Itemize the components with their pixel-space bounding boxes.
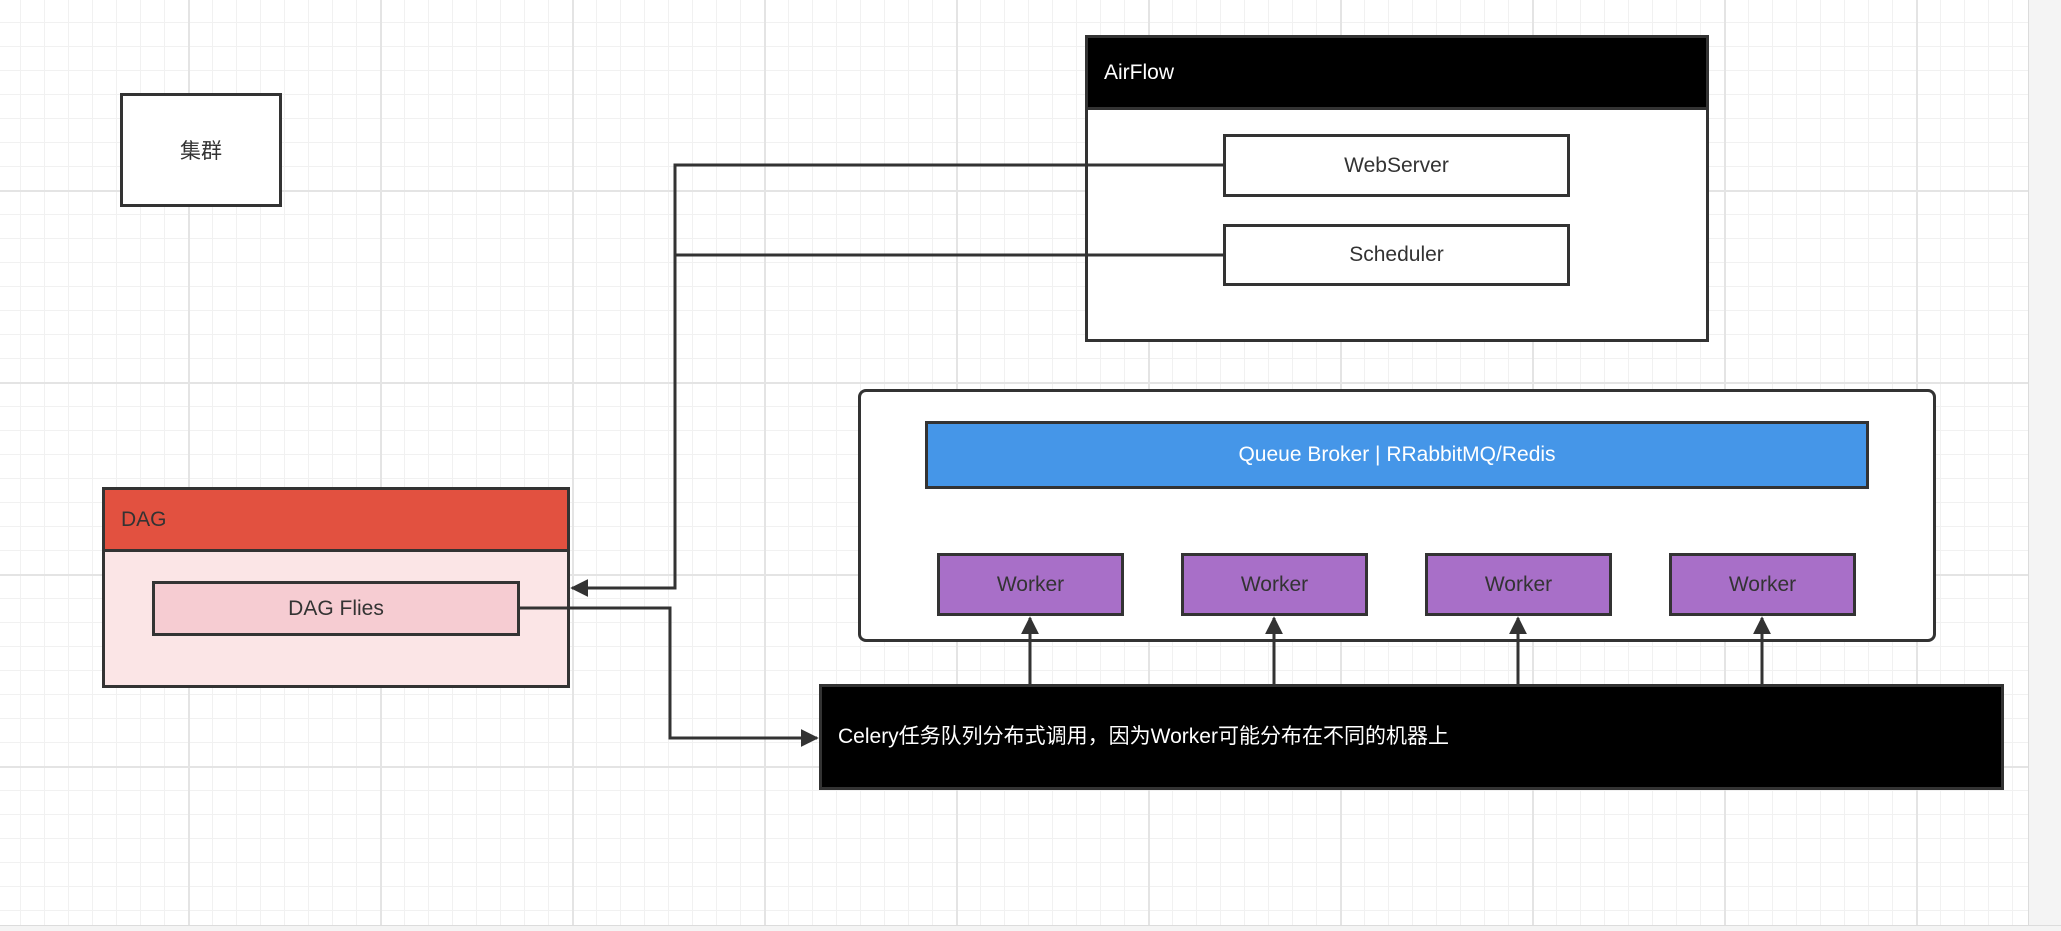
worker-label: Worker	[1728, 572, 1797, 596]
queue-broker-label: Queue Broker | RRabbitMQ/Redis	[1238, 443, 1556, 466]
dag-files-node[interactable]: DAG Flies	[152, 581, 520, 636]
celery-queue-label: Celery任务队列分布式调用，因为Worker可能分布在不同的机器上	[838, 725, 1449, 748]
dagfiles-to-celery-connector[interactable]	[520, 606, 819, 747]
scheduler-label: Scheduler	[1349, 243, 1444, 266]
canvas-scrollbar-right[interactable]	[2028, 0, 2061, 930]
airflow-title: AirFlow	[1104, 61, 1175, 84]
dag-files-label: DAG Flies	[288, 596, 384, 620]
cluster-legend-box[interactable]: 集群	[120, 93, 282, 207]
queue-broker-node[interactable]: Queue Broker | RRabbitMQ/Redis	[925, 421, 1869, 489]
worker-label: Worker	[1484, 572, 1553, 596]
celery-queue-node[interactable]: Celery任务队列分布式调用，因为Worker可能分布在不同的机器上	[819, 684, 2004, 790]
worker-node-2[interactable]: Worker	[1181, 553, 1368, 616]
worker-label: Worker	[1240, 572, 1309, 596]
airflow-header: AirFlow	[1088, 38, 1706, 110]
worker-label: Worker	[996, 572, 1065, 596]
webserver-label: WebServer	[1344, 153, 1449, 177]
worker-node-3[interactable]: Worker	[1425, 553, 1612, 616]
scheduler-node[interactable]: Scheduler	[1223, 224, 1570, 286]
cluster-legend-label: 集群	[180, 140, 222, 163]
webserver-node[interactable]: WebServer	[1223, 134, 1570, 197]
worker-node-4[interactable]: Worker	[1669, 553, 1856, 616]
canvas-scrollbar-bottom[interactable]	[0, 925, 2061, 931]
webserver-to-dag-connector[interactable]	[570, 163, 1223, 597]
worker-node-1[interactable]: Worker	[937, 553, 1124, 616]
dag-title: DAG	[121, 508, 167, 531]
dag-header: DAG	[105, 490, 567, 552]
airflow-container[interactable]: AirFlow	[1085, 35, 1709, 342]
